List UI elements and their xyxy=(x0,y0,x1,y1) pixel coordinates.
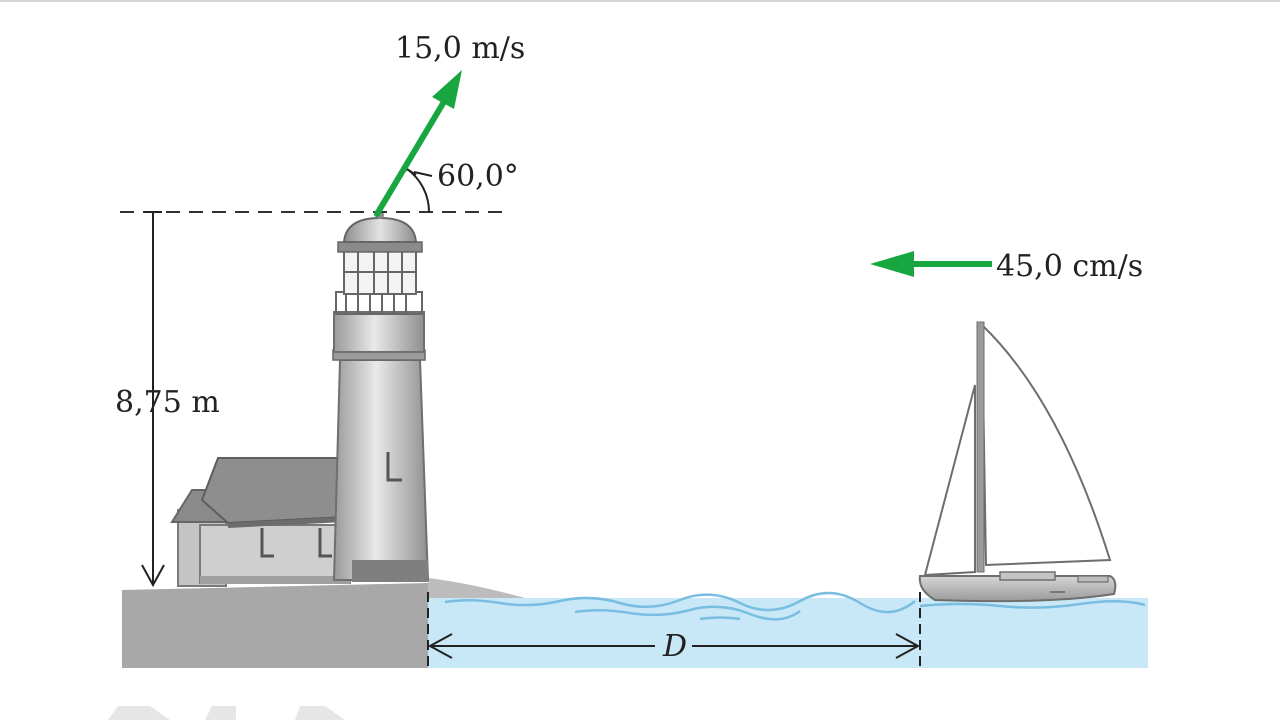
height-label: 8,75 m xyxy=(115,385,220,420)
watermark-chevrons xyxy=(108,706,345,720)
height-dimension xyxy=(141,211,165,588)
distance-dimension xyxy=(427,592,921,668)
water-waves xyxy=(444,591,1146,621)
lighthouse xyxy=(332,211,430,582)
sailboat xyxy=(918,321,1117,603)
cliff-slope xyxy=(428,578,525,598)
top-border xyxy=(0,0,1280,2)
cliff-ground xyxy=(122,583,520,668)
launch-angle-label: 60,0° xyxy=(437,159,519,194)
angle-arc xyxy=(399,167,433,213)
boat-speed-label: 45,0 cm/s xyxy=(996,249,1143,284)
distance-label: D xyxy=(662,629,687,664)
launch-speed-label: 15,0 m/s xyxy=(395,31,525,66)
water xyxy=(428,598,1148,668)
launch-velocity-arrow xyxy=(374,70,462,217)
boat-velocity-arrow xyxy=(870,251,992,277)
